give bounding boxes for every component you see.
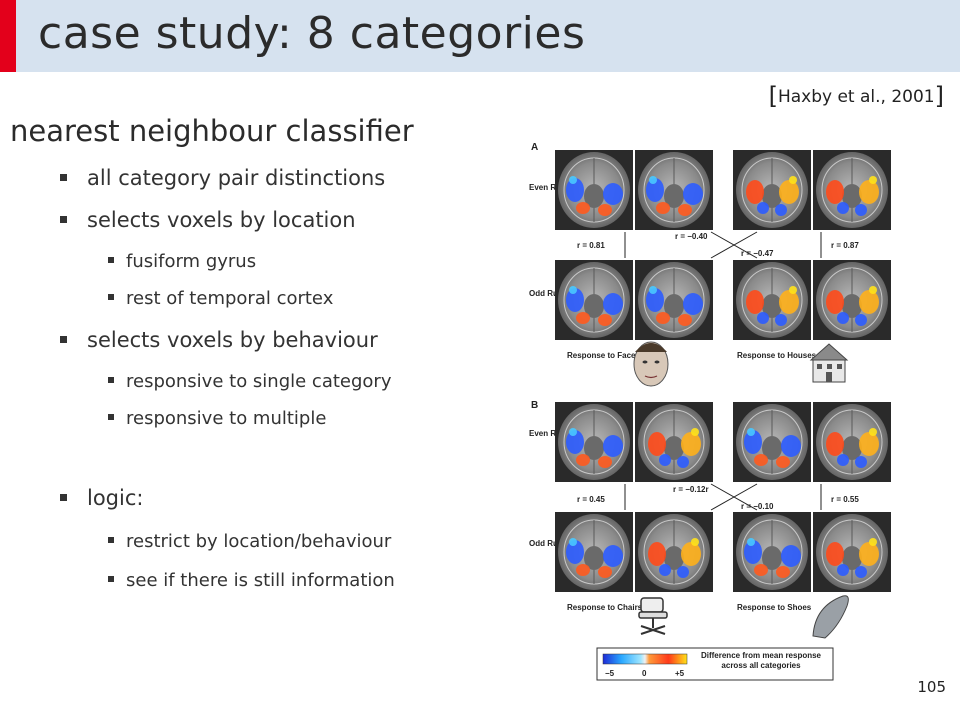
brain-a-odd-faces-1 — [554, 259, 634, 341]
brain-b-odd-shoes-2 — [812, 511, 892, 593]
brain-a-even-faces-2 — [634, 149, 714, 231]
panel-a-label: A — [531, 142, 538, 153]
sub-bullet-item: restrict by location/behaviour — [108, 531, 391, 552]
brain-b-odd-chairs-1 — [554, 511, 634, 593]
house-icon — [809, 343, 849, 383]
brain-a-odd-houses-2 — [812, 259, 892, 341]
brain-a-odd-houses-1 — [732, 259, 812, 341]
bullet-text: see if there is still information — [126, 570, 395, 591]
odd-runs-label-a: Odd Runs — [529, 289, 568, 298]
bullet-text: all category pair distinctions — [87, 166, 386, 190]
response-chairs-label: Response to Chairs — [567, 603, 643, 612]
legend-tick-max: +5 — [675, 669, 685, 678]
title-accent-bar — [0, 0, 16, 72]
brain-b-odd-shoes-1 — [732, 511, 812, 593]
bullet-text: fusiform gyrus — [126, 251, 257, 272]
bullet-text: selects voxels by location — [87, 208, 356, 232]
r-value-a-cross-top: r = −0.40 — [675, 232, 708, 241]
even-runs-label-b: Even Runs — [529, 429, 571, 438]
brain-b-even-chairs-1 — [554, 401, 634, 483]
r-value-a-left: r = 0.81 — [577, 241, 605, 250]
bullet-text: selects voxels by behaviour — [87, 328, 378, 352]
r-value-b-cross-bottom: r = −0.10 — [741, 502, 774, 511]
odd-runs-label-b: Odd Runs — [529, 539, 568, 548]
section-heading: nearest neighbour classifier — [10, 114, 414, 148]
bullet-text: responsive to multiple — [126, 408, 327, 429]
brain-a-odd-faces-2 — [634, 259, 714, 341]
citation-close-bracket: ] — [934, 82, 944, 110]
bullet-marker — [108, 414, 114, 420]
bullet-text: responsive to single category — [126, 371, 392, 392]
bullet-item: selects voxels by behaviour — [60, 328, 378, 352]
page-number: 105 — [917, 678, 946, 696]
chair-icon — [638, 597, 668, 635]
bullet-marker — [60, 173, 67, 181]
bullet-text: logic: — [87, 486, 144, 510]
arrow-a-cross-2 — [710, 231, 758, 259]
legend-tick-zero: 0 — [642, 669, 647, 678]
shoe-icon — [812, 595, 849, 639]
arrow-b-cross-2 — [710, 483, 758, 511]
legend-tick-min: −5 — [605, 669, 615, 678]
sub-bullet-item: rest of temporal cortex — [108, 288, 333, 309]
brain-b-odd-chairs-2 — [634, 511, 714, 593]
r-value-b-left: r = 0.45 — [577, 495, 605, 504]
bullet-item: all category pair distinctions — [60, 166, 385, 190]
brain-b-even-shoes-2 — [812, 401, 892, 483]
sub-bullet-item: responsive to multiple — [108, 408, 326, 429]
brain-scan-figure: A Even Runs Odd Runs r = 0.81 r = −0.40 … — [529, 142, 892, 681]
sub-bullet-item: see if there is still information — [108, 570, 395, 591]
title-bar — [0, 0, 960, 72]
even-runs-label-a: Even Runs — [529, 183, 571, 192]
bullet-marker — [60, 335, 67, 343]
color-legend: −5 0 +5 Difference from mean response ac… — [596, 647, 834, 681]
brain-a-even-houses-2 — [812, 149, 892, 231]
citation-open-bracket: [ — [768, 82, 778, 110]
response-faces-label: Response to Faces — [567, 351, 640, 360]
legend-colorbar — [602, 653, 688, 665]
brain-b-even-shoes-1 — [732, 401, 812, 483]
citation: [Haxby et al., 2001] — [769, 82, 944, 110]
bullet-marker — [108, 576, 114, 582]
bullet-marker — [108, 377, 114, 383]
panel-b-label: B — [531, 400, 538, 411]
brain-a-even-houses-1 — [732, 149, 812, 231]
bullet-text: rest of temporal cortex — [126, 288, 334, 309]
bullet-marker — [60, 215, 67, 223]
slide-title: case study: 8 categories — [38, 8, 586, 59]
sub-bullet-item: responsive to single category — [108, 371, 391, 392]
bullet-marker — [108, 257, 114, 263]
bullet-marker — [60, 493, 67, 501]
bullet-marker — [108, 537, 114, 543]
citation-text: Haxby et al., 2001 — [777, 87, 935, 107]
r-value-b-right: r = 0.55 — [831, 495, 859, 504]
sub-bullet-item: fusiform gyrus — [108, 251, 256, 272]
r-value-a-right: r = 0.87 — [831, 241, 859, 250]
brain-a-even-faces-1 — [554, 149, 634, 231]
r-value-a-cross-bottom: r = −0.47 — [741, 249, 774, 258]
bullet-item: selects voxels by location — [60, 208, 356, 232]
response-houses-label: Response to Houses — [737, 351, 817, 360]
r-value-b-cross-top: r = −0.12r — [673, 485, 709, 494]
face-icon — [633, 341, 669, 387]
bullet-text: restrict by location/behaviour — [126, 531, 392, 552]
bullet-marker — [108, 294, 114, 300]
bullet-item: logic: — [60, 486, 143, 510]
brain-b-even-chairs-2 — [634, 401, 714, 483]
response-shoes-label: Response to Shoes — [737, 603, 812, 612]
legend-title: Difference from mean response across all… — [700, 651, 822, 670]
